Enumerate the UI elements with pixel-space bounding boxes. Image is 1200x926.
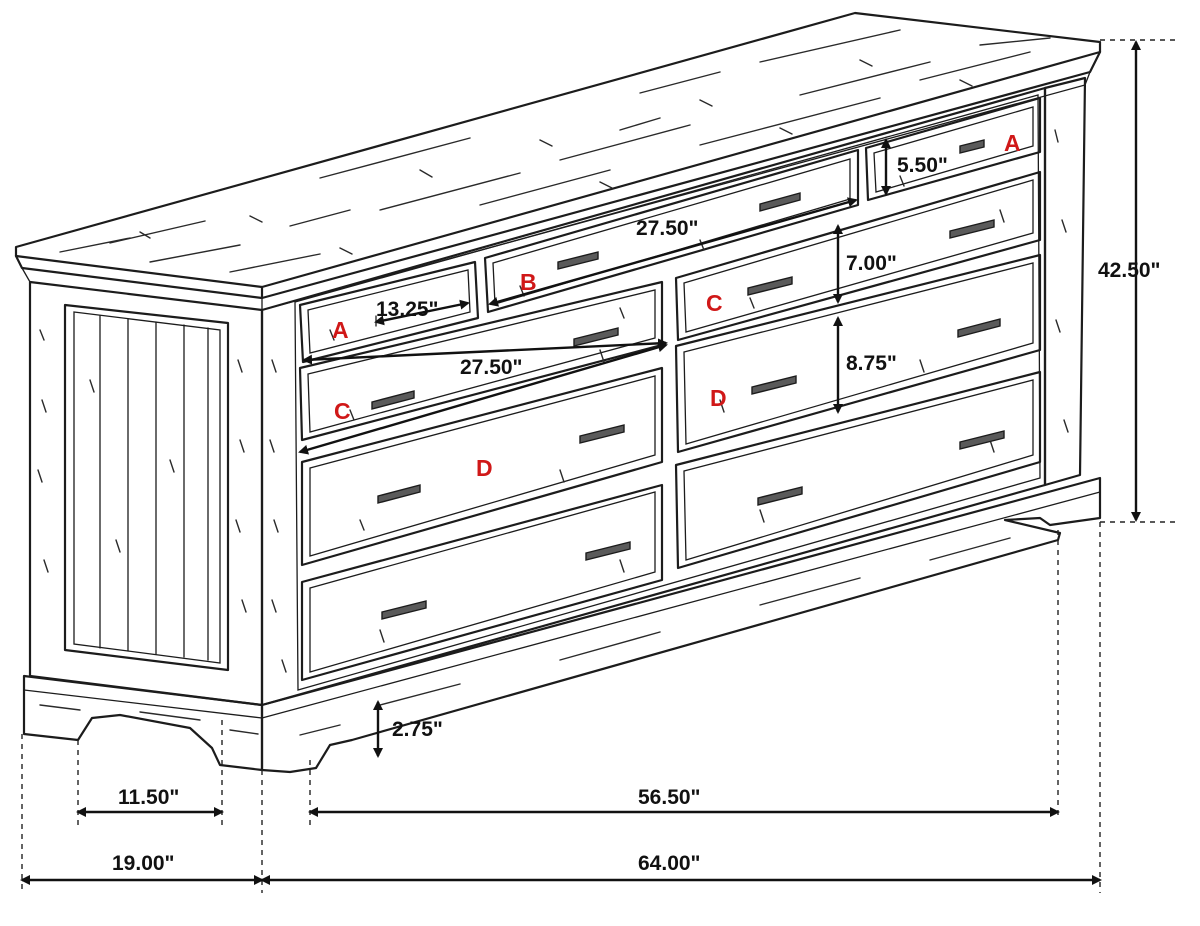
drawer-c-width-arrow <box>298 342 668 455</box>
drawer-a-width-arrow <box>374 299 470 326</box>
drawer-c-width-label: 27.50" <box>460 356 523 379</box>
handle-icon <box>949 219 995 239</box>
handle-icon <box>747 276 793 296</box>
handle-icon <box>557 251 599 270</box>
dresser-side-panel <box>22 280 264 772</box>
drawer-label-d-right: D <box>710 385 727 411</box>
drawer-b-width-label: 27.50" <box>636 217 699 240</box>
handle-icon <box>751 375 797 395</box>
width-label: 64.00" <box>638 852 701 875</box>
handle-icon <box>377 484 421 504</box>
drawer-a-height-label: 5.50" <box>897 154 948 177</box>
drawer-label-d-left: D <box>476 455 493 481</box>
dimension-labels: 42.50" 13.25" 5.50" 27.50" 27.50" 7.00" … <box>112 154 1161 875</box>
drawer-a-right <box>864 96 1042 202</box>
dresser-right-post <box>1043 76 1087 487</box>
drawer-label-b: B <box>520 269 537 295</box>
drawer-letters: A A B C C D D <box>332 130 1021 481</box>
drawer-d-right-upper <box>674 253 1042 454</box>
depth-label: 19.00" <box>112 852 175 875</box>
drawer-d-height-label: 8.75" <box>846 352 897 375</box>
drawer-label-c-left: C <box>334 398 351 424</box>
handle-icon <box>959 430 1005 450</box>
handle-icon <box>381 600 427 620</box>
handle-icon <box>957 318 1001 338</box>
handle-icon <box>573 327 619 347</box>
drawer-d-left-lower <box>300 483 664 682</box>
handle-icon <box>371 390 415 410</box>
drawer-label-a-right: A <box>1004 130 1021 156</box>
handle-icon <box>579 424 625 444</box>
drawer-group <box>298 96 1042 682</box>
side-inner-depth-label: 11.50" <box>118 786 179 809</box>
leg-clearance-label: 2.75" <box>392 718 443 741</box>
drawer-label-a-left: A <box>332 317 349 343</box>
dresser-illustration <box>14 11 1102 774</box>
dimension-lines <box>20 39 1180 893</box>
drawer-b-width-arrow <box>488 197 858 307</box>
handle-icon <box>585 541 631 561</box>
drawer-c-right <box>674 170 1042 342</box>
drawer-a-width-label: 13.25" <box>376 298 439 321</box>
drawer-c-height-label: 7.00" <box>846 252 897 275</box>
handle-icon <box>959 139 985 154</box>
dresser-front-frame <box>260 86 1047 707</box>
front-inner-width-label: 56.50" <box>638 786 701 809</box>
drawer-label-c-right: C <box>706 290 723 316</box>
handle-icon <box>759 192 801 212</box>
total-height-label: 42.50" <box>1098 259 1161 282</box>
dresser-base <box>260 476 1102 774</box>
drawer-d-right-lower <box>674 370 1042 570</box>
handle-icon <box>757 486 803 506</box>
drawer-b <box>483 148 860 314</box>
